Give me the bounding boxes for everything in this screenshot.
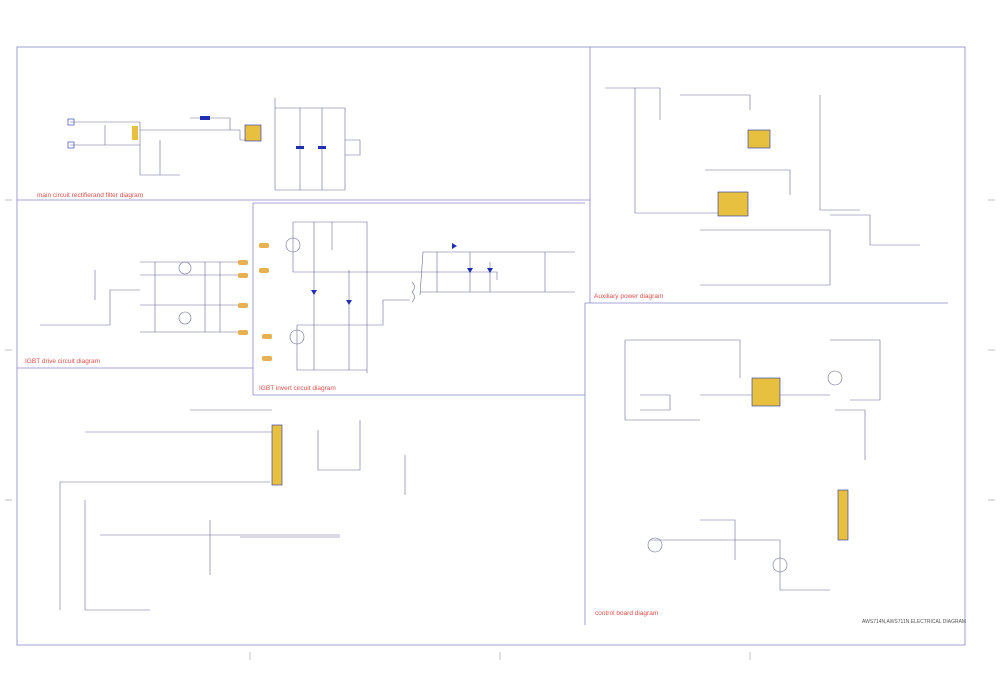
- drive-connectors: [238, 260, 248, 335]
- section-label-main-circuit: main circuit rectifierand filter diagram: [37, 192, 144, 199]
- diagram-title: AWS714N,AWS711N ELECTRICAL DIAGRAM: [862, 619, 967, 625]
- section-label-control-board: control board diagram: [595, 610, 659, 617]
- frame-ticks: [5, 199, 995, 660]
- igbt-invert-circuit: [285, 221, 575, 373]
- section-label-igbt-invert: IGBT invert circuit diagram: [259, 385, 336, 392]
- section-label-auxiliary-power: Auxiliary power diagram: [594, 293, 664, 300]
- invert-diodes: [311, 243, 493, 305]
- control-board-circuit: [624, 339, 881, 591]
- invert-connectors: [259, 243, 272, 361]
- feedback-circuit: [59, 409, 406, 611]
- section-label-igbt-drive: IGBT drive circuit diagram: [25, 358, 101, 365]
- auxiliary-power-circuit: [605, 87, 920, 286]
- rectifier-filter-circuit: [70, 98, 361, 191]
- frame: [16, 46, 966, 646]
- rectifier-components: [67, 116, 326, 149]
- igbt-drive-circuit: [40, 261, 240, 333]
